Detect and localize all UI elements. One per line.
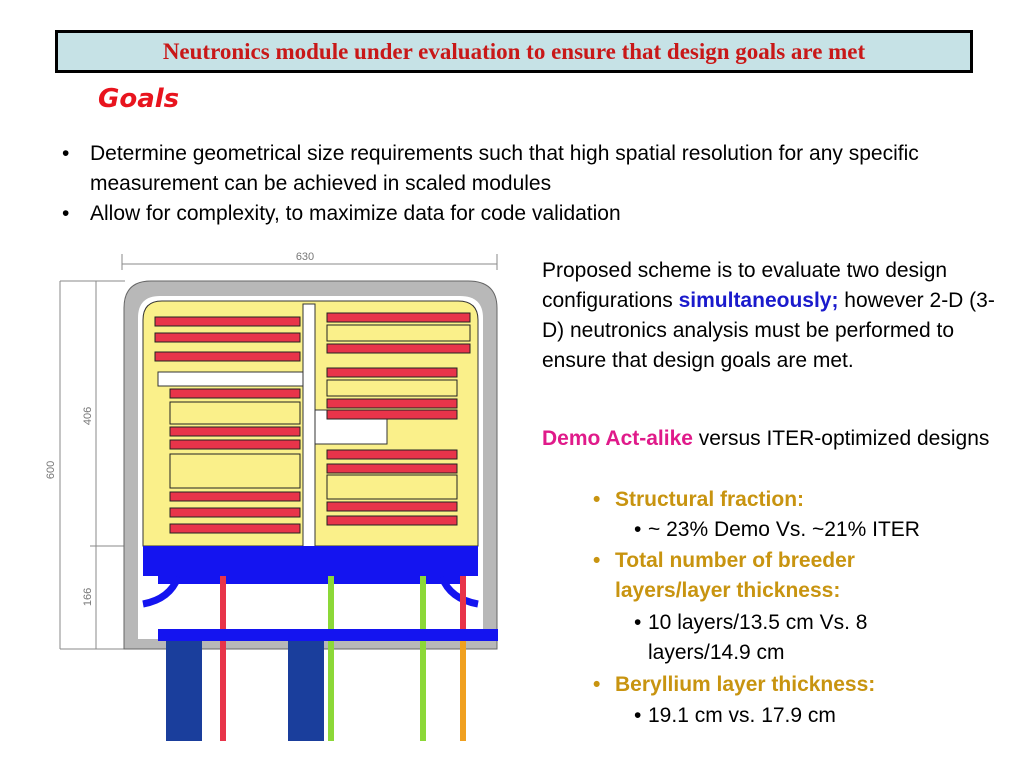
- pipe-green: [328, 641, 334, 741]
- comparison-highlight: Demo Act-alike: [542, 427, 693, 450]
- title-box: Neutronics module under evaluation to en…: [55, 30, 973, 73]
- dim-width-label: 630: [296, 251, 314, 263]
- proposal-paragraph: Proposed scheme is to evaluate two desig…: [542, 256, 1002, 376]
- pipe-red: [220, 641, 226, 741]
- left-web: [157, 371, 304, 387]
- criterion-detail: • ~ 23% Demo Vs. ~21% ITER: [634, 515, 1004, 545]
- criterion-detail-text: 10 layers/13.5 cm Vs. 8 layers/14.9 cm: [648, 611, 868, 664]
- manifold-lower: [158, 629, 498, 641]
- right-breeder-outlines: [326, 324, 471, 500]
- left-beryllium-plates: [154, 316, 301, 534]
- coolant-pipe-center: [288, 641, 324, 741]
- pipe-green-upper: [328, 576, 334, 629]
- criterion-structural-fraction: • Structural fraction:: [593, 485, 993, 515]
- pipe-green-right-upper: [420, 576, 426, 629]
- bullet-icon: •: [634, 611, 642, 634]
- module-diagram-svg: 630 600 406 166: [45, 251, 498, 741]
- pipe-orange: [460, 641, 466, 741]
- manifold-upper: [143, 546, 478, 576]
- bullet-icon: •: [62, 202, 70, 225]
- dim-height-label: 600: [45, 461, 57, 479]
- criterion-detail-text: 19.1 cm vs. 17.9 cm: [648, 704, 836, 727]
- criterion-beryllium-thickness: • Beryllium layer thickness:: [593, 670, 993, 700]
- pipe-red-right-upper: [460, 576, 466, 629]
- dim-upper-label: 406: [82, 407, 94, 425]
- criterion-label: Beryllium layer thickness:: [615, 673, 876, 696]
- bullet-icon: •: [634, 704, 642, 727]
- goal-text: Determine geometrical size requirements …: [90, 142, 919, 195]
- manifold-strip: [158, 576, 463, 584]
- dim-lower-label: 166: [82, 588, 94, 606]
- goals-heading: Goals: [98, 84, 180, 114]
- goal-item: • Allow for complexity, to maximize data…: [60, 199, 980, 229]
- proposal-emphasis: simultaneously;: [678, 289, 839, 312]
- bullet-icon: •: [634, 518, 642, 541]
- criterion-breeder-layers: • Total number of breeder layers/layer t…: [593, 546, 923, 606]
- right-flow-channel: [438, 575, 479, 608]
- left-flow-channel: [142, 575, 182, 608]
- criterion-detail: • 19.1 cm vs. 17.9 cm: [634, 701, 1004, 731]
- bullet-icon: •: [62, 142, 70, 165]
- proposal-text-1: Proposed scheme is to evaluate two desig…: [542, 259, 948, 312]
- goals-list: • Determine geometrical size requirement…: [60, 139, 980, 229]
- comparison-rest: versus ITER-optimized designs: [692, 427, 990, 450]
- criterion-detail: • 10 layers/13.5 cm Vs. 8 layers/14.9 cm: [634, 608, 934, 668]
- coolant-pipe-left: [166, 641, 202, 741]
- bullet-icon: •: [593, 488, 601, 511]
- goal-text: Allow for complexity, to maximize data f…: [90, 202, 621, 225]
- bullet-icon: •: [593, 549, 601, 572]
- goal-item: • Determine geometrical size requirement…: [60, 139, 980, 199]
- bullet-icon: •: [593, 673, 601, 696]
- criterion-detail-text: ~ 23% Demo Vs. ~21% ITER: [648, 518, 920, 541]
- criterion-label: Structural fraction:: [615, 488, 805, 511]
- left-breeder-outlines: [169, 401, 301, 489]
- criterion-label: Total number of breeder layers/layer thi…: [615, 549, 855, 602]
- comparison-line: Demo Act-alike versus ITER-optimized des…: [542, 424, 1002, 454]
- proposal-text-2: however 2-D (3-D) neutronics analysis mu…: [542, 289, 995, 372]
- pipe-green-right: [420, 641, 426, 741]
- pipe-red-upper: [220, 576, 226, 629]
- slide-title: Neutronics module under evaluation to en…: [162, 38, 866, 64]
- module-cross-section-diagram: 630 600 406 166: [40, 244, 522, 744]
- center-divider: [302, 303, 316, 549]
- right-beryllium-plates: [326, 312, 471, 526]
